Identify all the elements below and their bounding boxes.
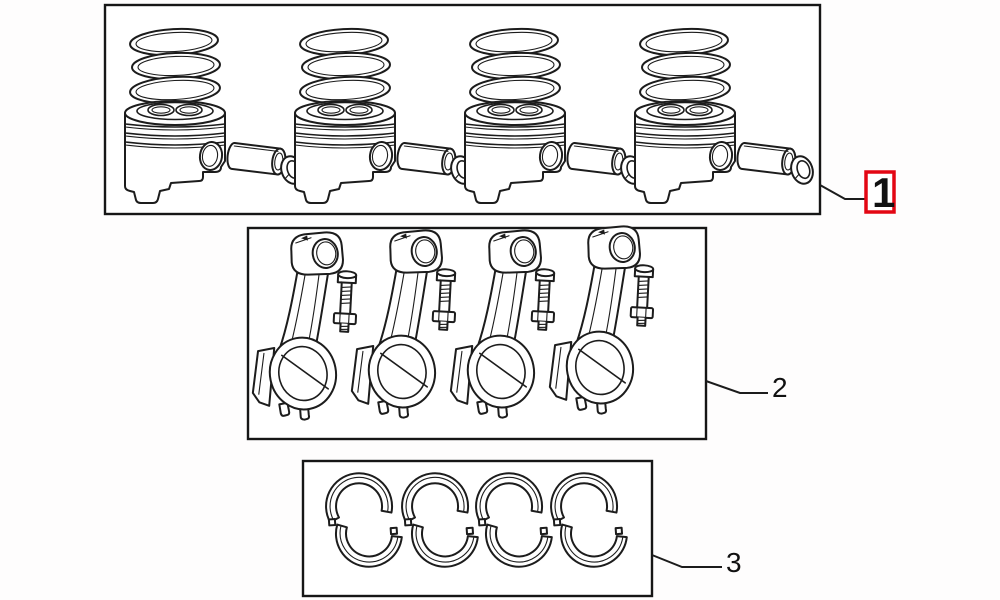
callout-3-label[interactable]: 3	[726, 547, 742, 578]
callout-2-leader-line	[705, 380, 768, 394]
callout-1-highlight-box	[864, 170, 896, 214]
callout-1-label[interactable]: 1	[872, 169, 895, 216]
callout-3-leader-line	[651, 554, 722, 568]
callout-2-label[interactable]: 2	[772, 372, 788, 403]
callout-1-leader-line	[819, 184, 866, 200]
